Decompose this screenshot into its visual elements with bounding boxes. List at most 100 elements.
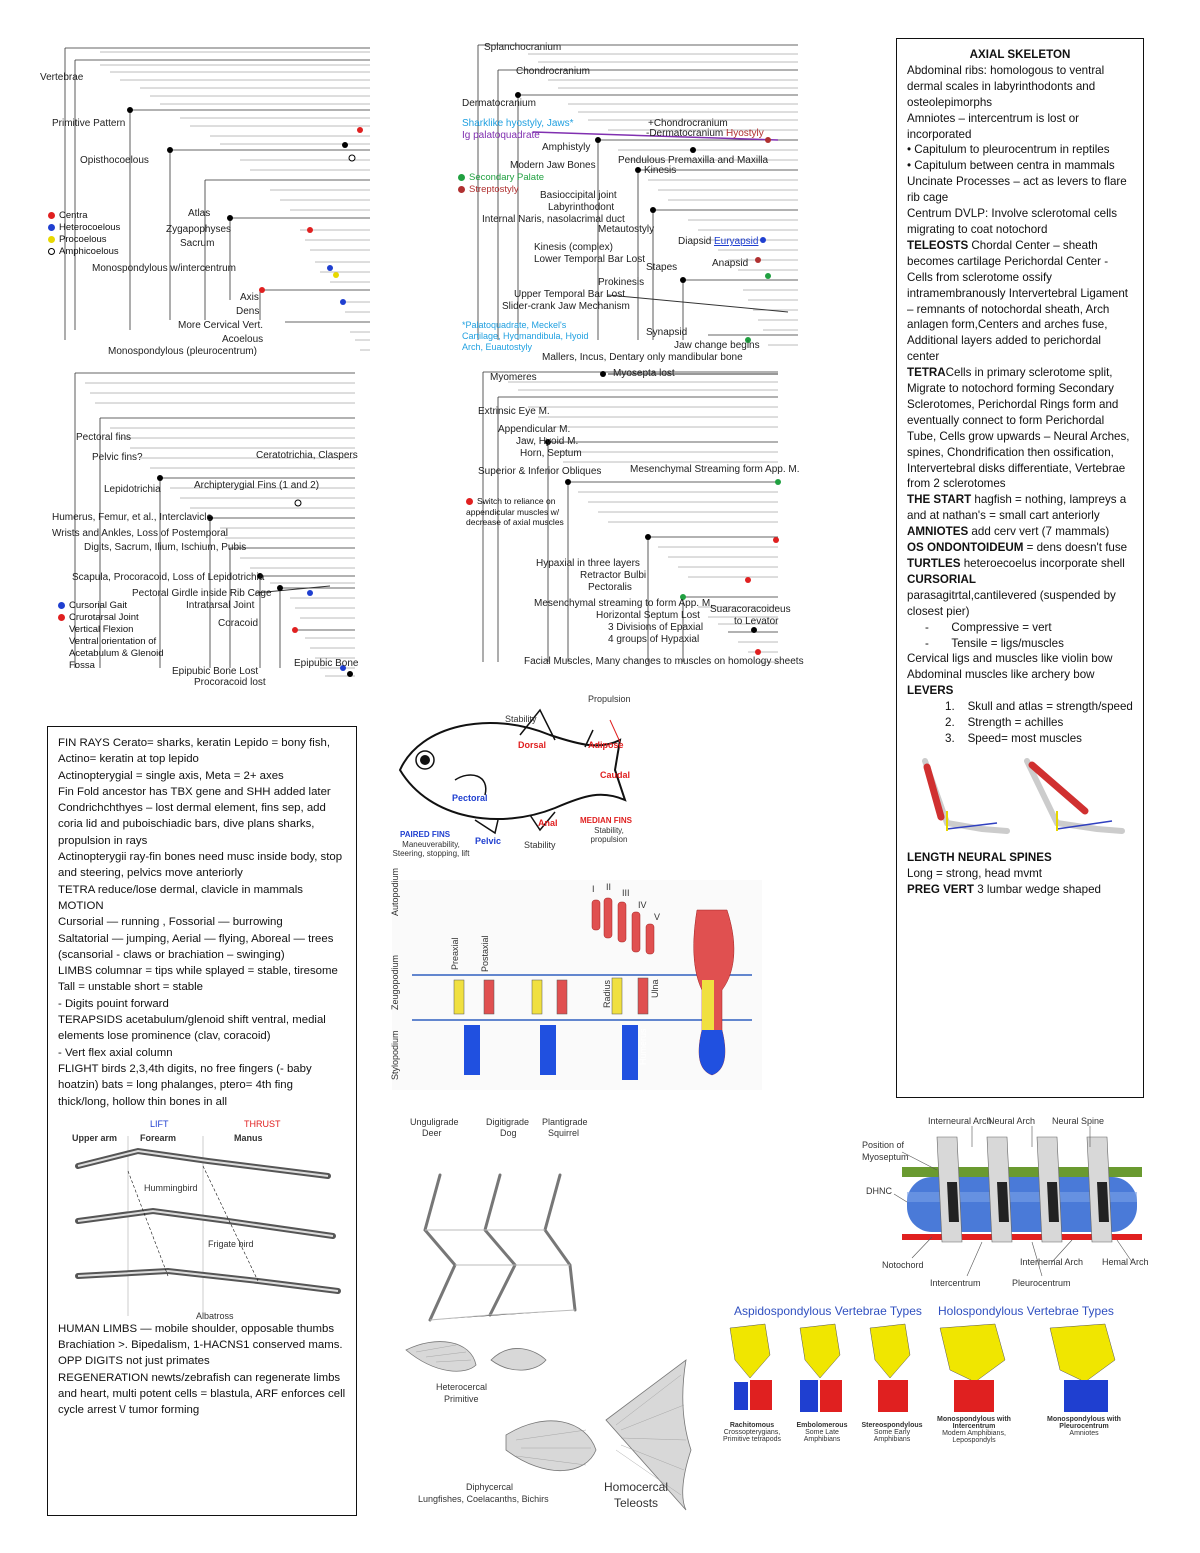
axial-os-heading: OS ONDONTOIDEUM <box>907 541 1024 555</box>
fin-line-11: - Digits pouint forward <box>58 997 169 1010</box>
tree4-label-7: Mesenchymal Streaming form App. M. <box>630 464 800 475</box>
wing-lift: LIFT <box>150 1118 169 1129</box>
tree2-label-18: Anapsid <box>712 258 749 269</box>
axial-amniotes-text: add cerv vert (7 mammals) <box>968 525 1110 539</box>
tree1-label-8: Dens <box>236 306 260 317</box>
axial-preg-b: PREG VERT <box>907 882 974 896</box>
axial-teleosts-heading: TELEOSTS <box>907 238 969 252</box>
types-stereospondylous-sub: Some Early Amphibians <box>873 1429 911 1443</box>
vert-neural-spine: Neural Spine <box>1052 1116 1105 1126</box>
fin-line-5: TETRA reduce/lose dermal, clavicle in ma… <box>58 883 303 896</box>
legend-secondary-palate: Secondary Palate <box>469 172 544 183</box>
limb-zeugopodium: Zeugopodium <box>390 954 400 1010</box>
gait-plantigrade: Plantigrade <box>542 1117 588 1127</box>
limb-stylopodium: Stylopodium <box>390 1030 400 1080</box>
tail-primitive: Primitive <box>444 1394 479 1404</box>
types-rachitomous-name: Rachitomous <box>729 1422 775 1429</box>
types-holo-title: Holospondylous Vertebrae Types <box>938 1304 1114 1318</box>
cladogram-lines <box>477 44 798 346</box>
tree3-label-9: Pectoral Girdle inside Rib Cage <box>132 588 272 599</box>
tree2-label-22: Prokinesis <box>598 277 645 288</box>
fish-fin-diagram: Propulsion Stability Dorsal Adipose Caud… <box>380 690 640 865</box>
wing-bones <box>75 1135 341 1316</box>
axial-lever-0: 1. Skull and atlas = strength/speed <box>945 700 1133 714</box>
types-mono-intercentrum-sub: Modern Amphibians, Lepospondyls <box>942 1430 1006 1444</box>
vert-notochord: Notochord <box>882 1260 924 1270</box>
legend-dot-cursorial <box>58 601 65 609</box>
tree4-label-15: Suaracoracoideus <box>710 604 791 615</box>
tail-heterocercal: Heterocercal <box>436 1382 488 1392</box>
fin-rays-notes: FIN RAYS Cerato= sharks, keratin Lepido … <box>47 726 357 1516</box>
tail-diphycercal-examples: Lungfishes, Coelacanths, Bichirs <box>418 1494 549 1504</box>
tree2-label-16: Diapsid <box>678 236 712 247</box>
tree2-label-4: Ig palatoquadrate <box>462 130 540 141</box>
types-mono-pleurocentrum-name: Monospondylous with Pleurocentrum <box>1047 1416 1121 1430</box>
limb-humerus: Humerus <box>638 1028 648 1065</box>
tree2-label-15: Metautostyly <box>598 224 655 235</box>
tree2-label-9: Modern Jaw Bones <box>510 160 596 171</box>
tree2-label-13: Labyrinthodont <box>548 202 615 213</box>
tree1-label-1: Primitive Pattern <box>52 118 126 129</box>
wing-hummingbird: Hummingbird <box>144 1182 198 1193</box>
axial-cursorial-text: parasagitrtal,cantilevered (suspended by… <box>907 588 1116 618</box>
axial-line-3: • Capitulum between centra in mammals <box>907 159 1115 173</box>
limb-roman-5: V <box>654 912 661 922</box>
gait-unguligrade: Unguligrade <box>410 1117 459 1127</box>
axial-cervical: Cervical ligs and muscles like violin bo… <box>907 652 1113 666</box>
limb-roman-1: I <box>592 884 595 894</box>
tree2-label-24: Slider-crank Jaw Mechanism <box>502 301 630 312</box>
limb-roman-4: IV <box>638 900 647 910</box>
tail-types-diagram: Heterocercal Primitive Diphycercal Lungf… <box>396 1330 696 1515</box>
vert-interneural-arch: Interneural Arch <box>928 1116 992 1126</box>
tree3-label-11: Coracoid <box>218 618 259 629</box>
fin-bottom-2: OPP DIGITS not just primates <box>58 1355 210 1368</box>
vertebra-type-mono-pleurocentrum <box>1049 1323 1116 1412</box>
axial-line-5: Centrum DVLP: Involve sclerotomal cells … <box>907 207 1118 236</box>
wing-frigate: Frigate bird <box>208 1238 254 1249</box>
tree2-label-17: Euryapsid <box>714 236 759 247</box>
tree1-label-9: More Cervical Vert. <box>178 320 264 331</box>
skull-cladogram: Splanchocranium Chondrocranium Dermatocr… <box>458 40 888 363</box>
fin-line-9: LIMBS columnar = tips while splayed = st… <box>58 965 338 978</box>
legend-dot-heterocoelous <box>48 223 55 231</box>
gait-diagram: Unguligrade Deer Digitigrade Dog Plantig… <box>400 1115 600 1330</box>
tree3-note-3: Fossa <box>69 660 95 671</box>
tree3-label-3: Archipterygial Fins (1 and 2) <box>194 480 320 491</box>
axial-cursorial-item-1: - Tensile = ligs/muscles <box>925 636 1064 650</box>
tree1-label-6: Monospondylous w/intercentrum <box>92 263 236 274</box>
vertebra-drawing <box>893 1126 1142 1277</box>
tree4-label-0: Myomeres <box>490 372 537 383</box>
types-embolomerous-sub: Some Late Amphibians <box>803 1429 841 1443</box>
lever-leg-right <box>1024 757 1125 834</box>
types-aspido-title: Aspidospondylous Vertebrae Types <box>734 1304 922 1318</box>
limb-radius: Radius <box>602 979 612 1008</box>
axial-lever-2: 3. Speed= most muscles <box>945 731 1082 745</box>
fin-line-0: FIN RAYS Cerato= sharks, keratin Lepido … <box>58 737 331 766</box>
wing-forearm: Forearm <box>140 1132 177 1143</box>
axial-length-b: LENGTH NEURAL SPINES <box>907 850 1052 864</box>
fin-line-10: Tall = unstable short = stable <box>58 981 204 994</box>
tree3-label-7: Digits, Sacrum, Ilium, Ischium, Pubis <box>84 542 247 553</box>
tail-homocercal: Homocercal <box>604 1480 669 1494</box>
axial-line-1: Amniotes – intercentrum is lost or incor… <box>907 111 1080 141</box>
fin-line-3: Condrichchthyes – lost dermal element, f… <box>58 802 326 847</box>
fish-paired: PAIRED FINS <box>400 830 451 839</box>
tree4-label-12: Horizontal Septum Lost <box>596 610 700 621</box>
fish-outline <box>398 708 627 835</box>
wing-diagram: LIFT THRUST Upper arm Forearm Manus Humm… <box>58 1116 346 1321</box>
tree2-label-20: Kinesis (complex) <box>534 242 613 253</box>
tree4-label-6: Superior & Inferior Obliques <box>478 466 602 477</box>
axial-cursorial-item-0-text: Compressive = vert <box>951 620 1052 634</box>
tree1-label-11: Monospondylous (pleurocentrum) <box>108 346 257 357</box>
tree3-note-1: Ventral orientation of <box>69 636 157 647</box>
axial-cursorial-item-0: - Compressive = vert <box>925 620 1052 634</box>
gait-squirrel: Squirrel <box>548 1128 580 1138</box>
tree4-label-14: 4 groups of Hypaxial <box>608 634 700 645</box>
gait-digitigrade: Digitigrade <box>486 1117 530 1127</box>
gait-limbs <box>423 1173 577 1322</box>
tree2-label-11: Kinesis <box>644 165 677 176</box>
tree3-label-8: Scapula, Procoracoid, Loss of Lepidotric… <box>72 572 265 583</box>
